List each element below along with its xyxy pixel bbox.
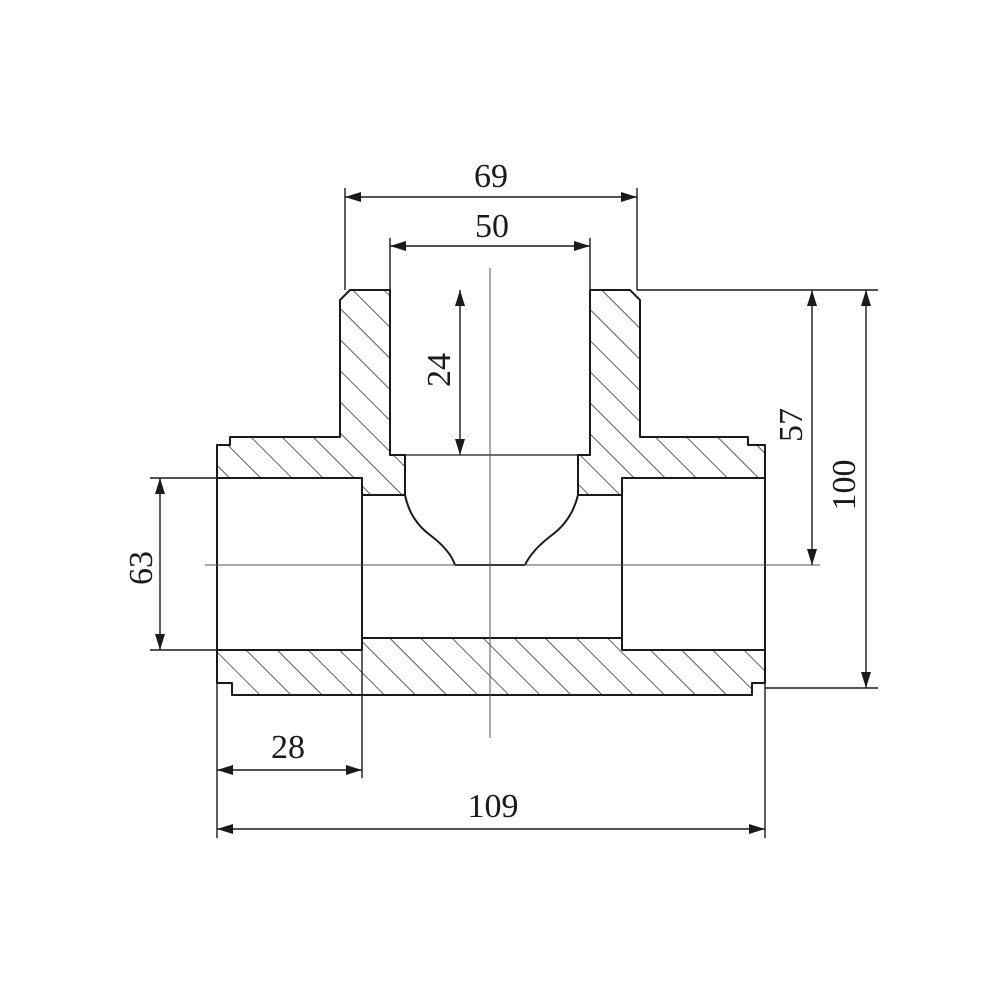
interior-outlines — [216, 454, 766, 650]
upper-left-wall — [216, 289, 406, 496]
dimension-69: 69 — [344, 158, 638, 290]
bottom-wall — [216, 637, 766, 696]
dimension-label-100: 100 — [826, 460, 863, 511]
branch-throat-left — [404, 494, 456, 566]
dimension-label-63: 63 — [123, 551, 160, 585]
dimension-label-57: 57 — [773, 408, 810, 442]
upper-right-wall — [577, 289, 766, 496]
dimension-57: 57 — [637, 289, 825, 565]
dimension-label-69: 69 — [474, 158, 508, 195]
branch-throat-right — [524, 494, 579, 566]
dimension-109: 109 — [216, 683, 766, 838]
center-lines — [205, 268, 820, 738]
dimension-100: 100 — [765, 289, 878, 689]
dimension-28: 28 — [216, 650, 363, 778]
dimension-24: 24 — [421, 290, 465, 455]
dimension-label-28: 28 — [271, 729, 305, 766]
dimension-label-109: 109 — [468, 788, 519, 825]
dimension-label-24: 24 — [421, 353, 458, 387]
dimension-63: 63 — [123, 477, 217, 651]
cross-section-walls — [216, 289, 766, 696]
dimension-label-50: 50 — [475, 208, 509, 245]
dimension-50: 50 — [389, 208, 591, 290]
